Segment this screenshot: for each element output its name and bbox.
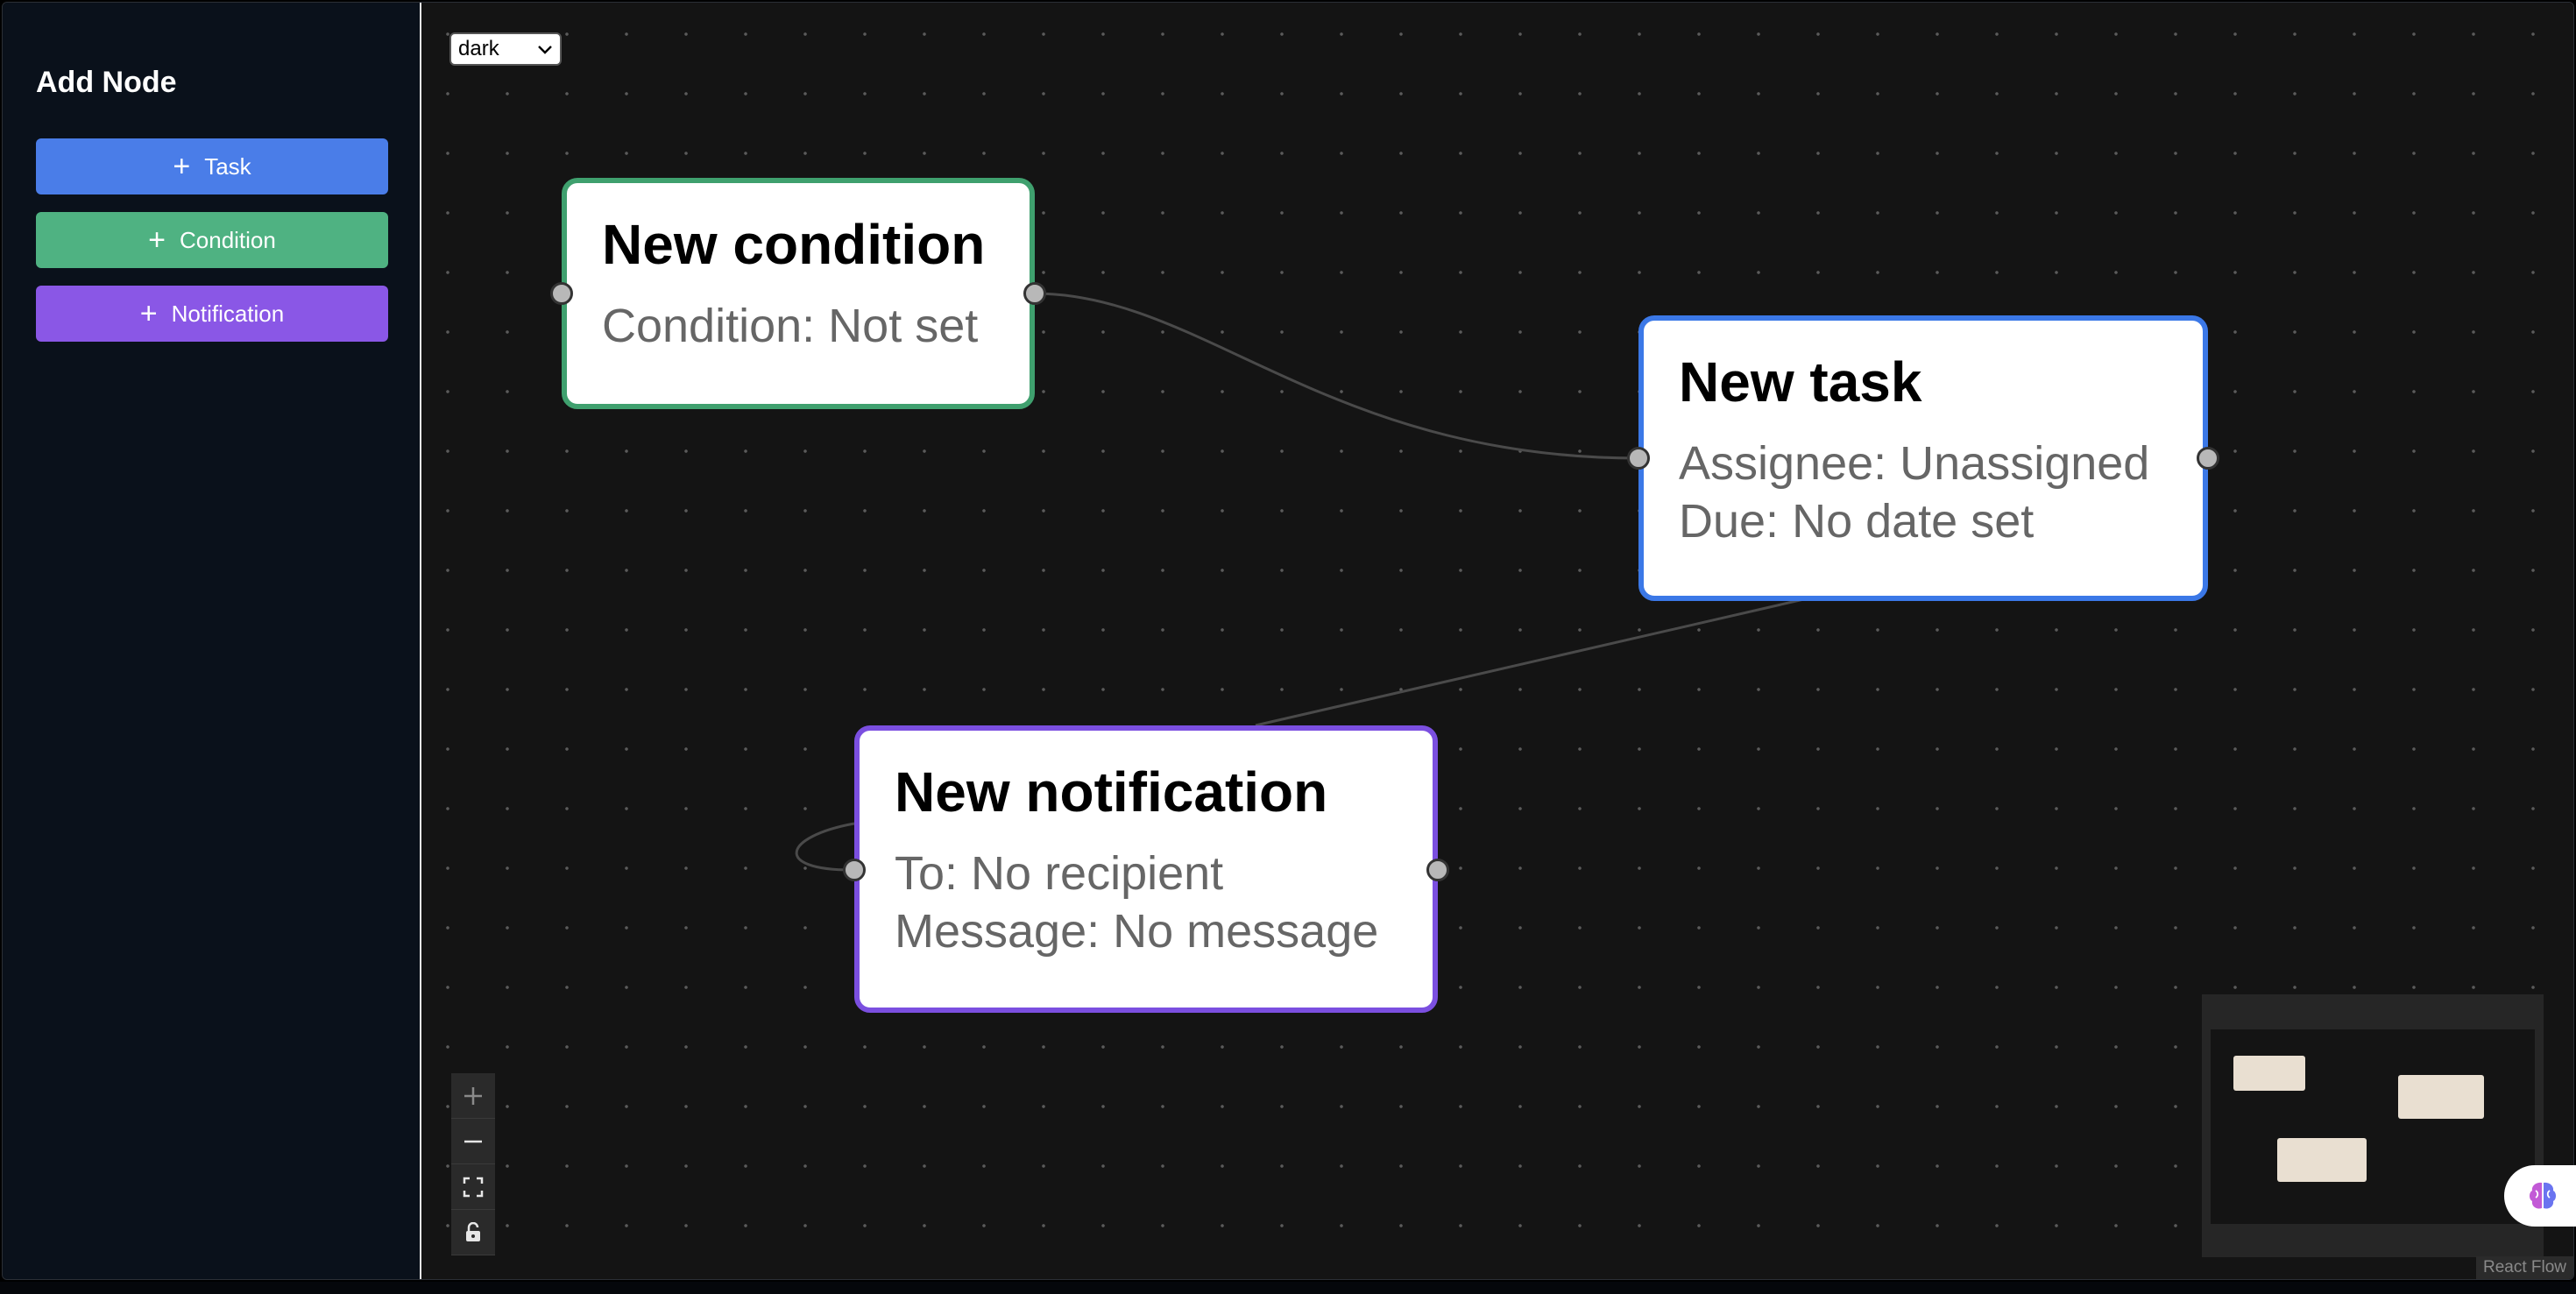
condition-node[interactable]: New condition Condition: Not set: [562, 178, 1035, 409]
sidebar-title: Add Node: [36, 66, 177, 99]
notification-node[interactable]: New notification To: No recipient Messag…: [854, 725, 1438, 1013]
node-title: New task: [1679, 350, 1922, 414]
notification-message: Message: No message: [895, 905, 1379, 958]
flow-controls: [451, 1073, 495, 1255]
notification-recipient: To: No recipient: [895, 847, 1224, 900]
minimap-node: [2277, 1138, 2367, 1182]
fit-view-icon: [463, 1177, 484, 1197]
theme-select[interactable]: dark: [449, 32, 562, 66]
add-condition-button[interactable]: + Condition: [36, 212, 388, 268]
fit-view-button[interactable]: [451, 1164, 495, 1210]
condition-output-handle[interactable]: [1023, 282, 1046, 305]
condition-input-handle[interactable]: [550, 282, 573, 305]
sidebar: Add Node + Task + Condition + Notificati…: [3, 3, 421, 1279]
add-task-button[interactable]: + Task: [36, 138, 388, 194]
minimap-node: [2398, 1075, 2484, 1119]
task-due: Due: No date set: [1679, 495, 2035, 548]
edge-condition-task[interactable]: [1034, 292, 1639, 460]
assistant-bubble[interactable]: [2504, 1165, 2576, 1227]
plus-icon: [464, 1086, 482, 1105]
task-assignee: Assignee: Unassigned: [1679, 437, 2150, 490]
zoom-in-button[interactable]: [451, 1073, 495, 1119]
task-output-handle[interactable]: [2197, 447, 2219, 470]
edge-task-notification[interactable]: [1255, 597, 1808, 727]
condition-value: Condition: Not set: [602, 300, 979, 352]
minus-icon: [464, 1140, 482, 1142]
plus-icon: +: [173, 150, 191, 183]
taskbar-strip: [0, 1282, 2576, 1294]
add-notification-label: Notification: [171, 300, 285, 327]
notification-input-handle[interactable]: [843, 859, 866, 881]
plus-icon: +: [148, 223, 166, 257]
minimap-node: [2233, 1056, 2305, 1091]
node-title: New condition: [602, 213, 986, 276]
add-notification-button[interactable]: + Notification: [36, 286, 388, 342]
lock-icon: [466, 1221, 480, 1241]
notification-output-handle[interactable]: [1426, 859, 1449, 881]
lock-button[interactable]: [451, 1210, 495, 1255]
react-flow-attribution[interactable]: React Flow: [2475, 1256, 2573, 1279]
task-input-handle[interactable]: [1627, 447, 1650, 470]
theme-select-value: dark: [458, 37, 499, 60]
task-node[interactable]: New task Assignee: Unassigned Due: No da…: [1638, 315, 2208, 601]
add-condition-label: Condition: [180, 226, 276, 253]
add-task-label: Task: [204, 152, 251, 180]
minimap[interactable]: [2202, 994, 2544, 1257]
brain-icon: [2530, 1182, 2556, 1209]
flow-canvas[interactable]: dark New condition Condition: Not set Ne…: [423, 3, 2573, 1279]
chevron-down-icon: [537, 37, 553, 61]
edge-task-notification[interactable]: [795, 822, 855, 872]
plus-icon: +: [139, 297, 158, 330]
zoom-out-button[interactable]: [451, 1119, 495, 1164]
node-title: New notification: [895, 760, 1328, 824]
